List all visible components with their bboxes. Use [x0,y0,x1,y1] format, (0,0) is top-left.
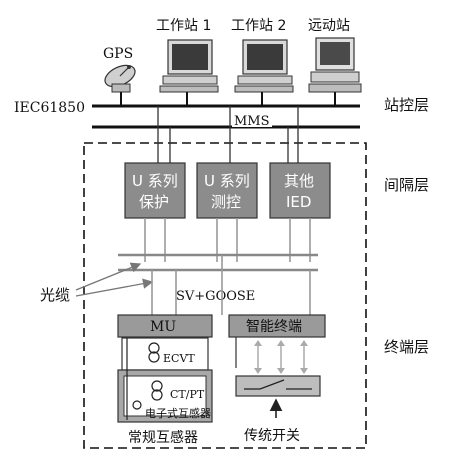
workstation-1-computer-icon [159,39,219,105]
station-layer-label: 站控层 [384,96,429,114]
electronic-transformer-label: 电子式互感器 [145,407,211,420]
ctpt-coil-icon [151,380,163,392]
smart-terminal: 智能终端 [228,314,326,338]
workstation-2-label: 工作站 2 [231,18,286,34]
substation-boundary [83,142,367,449]
sv-goose-label: SV+GOOSE [176,289,255,304]
smart-terminal-label: 智能终端 [246,319,302,335]
gps-label: GPS [103,46,133,62]
bay-device-protection-line2: 保护 [139,193,169,211]
mu-label: MU [150,319,176,335]
switch-icon [259,379,285,390]
process-layer-label: 终端层 [384,338,429,356]
bay-device-protection: U 系列 保护 [124,162,186,219]
bay-device-measure-control-line2: 测控 [211,193,241,211]
smart-terminal-signal-arrows [254,340,308,374]
workstation-2-computer-icon [234,39,294,105]
remote-station-computer-icon [308,37,362,105]
conventional-transformer-unit: CT/PT 电子式互感器 [117,369,213,423]
bay-device-other-ied-line2: IED [286,193,311,211]
bay-device-other-ied: 其他 IED [269,162,331,219]
bay-device-other-ied-line1: 其他 [284,172,314,190]
bay-layer-label: 间隔层 [384,176,429,194]
remote-station-label: 远动站 [308,18,350,34]
conventional-transformer-label: 常规互感器 [128,429,198,446]
merging-unit: MU [117,314,213,338]
fiber-cable-label: 光缆 [40,286,70,304]
bay-device-protection-line1: U 系列 [132,172,178,190]
satellite-dish-icon [104,64,136,105]
ecvt-unit: ECVT [121,337,209,371]
ecvt-label: ECVT [163,352,195,365]
ctpt-label: CT/PT [170,388,205,401]
bay-device-measure-control: U 系列 测控 [196,162,258,219]
traditional-switch [235,375,321,397]
workstation-1-label: 工作站 1 [156,18,211,34]
bay-device-measure-control-line1: U 系列 [204,172,250,190]
iec61850-label: IEC61850 [14,100,85,116]
ecvt-coil-icon [148,342,160,354]
mms-label: MMS [234,114,270,129]
traditional-switch-label: 传统开关 [244,428,300,444]
